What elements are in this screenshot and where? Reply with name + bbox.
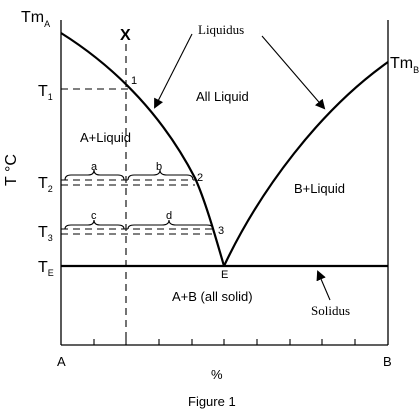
t2-subscript: 2 xyxy=(48,184,53,194)
tma-subscript: A xyxy=(44,19,50,29)
svg-text:T1: T1 xyxy=(38,83,53,102)
svg-text:TE: TE xyxy=(38,259,54,278)
tma-label: Tm xyxy=(21,9,44,26)
tmb-label: Tm xyxy=(390,55,413,72)
t3-label: T xyxy=(38,224,48,241)
t1-subscript: 1 xyxy=(48,92,53,102)
point-1-label: 1 xyxy=(131,75,137,87)
te-label: T xyxy=(38,259,48,276)
all-liquid-label: All Liquid xyxy=(196,89,249,104)
brace-c-label: c xyxy=(91,210,97,222)
svg-text:TmB: TmB xyxy=(390,55,419,75)
point-3-label: 3 xyxy=(218,225,224,237)
brace-d-shape xyxy=(127,219,214,230)
liquidus-arrow-right xyxy=(261,35,326,110)
component-a-label: A xyxy=(57,354,66,369)
t3-subscript: 3 xyxy=(48,233,53,243)
brace-d-label: d xyxy=(166,210,172,222)
brace-a-label: a xyxy=(91,161,98,173)
liquidus-curve-a xyxy=(60,32,226,267)
liquidus-arrow-left xyxy=(154,33,193,109)
svg-text:T3: T3 xyxy=(38,224,53,243)
t1-label: T xyxy=(38,83,48,100)
solidus-label: Solidus xyxy=(311,303,350,318)
liquidus-curve-b xyxy=(223,61,389,267)
b-liquid-label: B+Liquid xyxy=(294,181,345,196)
all-solid-label: A+B (all solid) xyxy=(172,289,253,304)
te-subscript: E xyxy=(48,268,54,278)
composition-x-label: X xyxy=(120,27,131,44)
svg-text:TmA: TmA xyxy=(21,9,50,29)
y-axis-label: T °C xyxy=(3,154,20,186)
brace-b-shape xyxy=(127,169,194,181)
a-liquid-label: A+Liquid xyxy=(80,130,131,145)
brace-b-label: b xyxy=(156,161,162,173)
component-b-label: B xyxy=(383,354,392,369)
brace-c-shape xyxy=(64,219,125,230)
x-axis-ticks xyxy=(93,339,356,345)
brace-a-shape xyxy=(64,169,125,181)
tmb-subscript: B xyxy=(413,65,419,75)
solidus-arrow xyxy=(316,270,331,301)
point-2-label: 2 xyxy=(197,172,203,184)
t2-label: T xyxy=(38,175,48,192)
figure-caption: Figure 1 xyxy=(188,394,236,409)
liquidus-label: Liquidus xyxy=(198,22,244,37)
svg-text:T2: T2 xyxy=(38,175,53,194)
eutectic-point-label: E xyxy=(221,269,228,281)
x-axis-label: % xyxy=(211,367,223,382)
